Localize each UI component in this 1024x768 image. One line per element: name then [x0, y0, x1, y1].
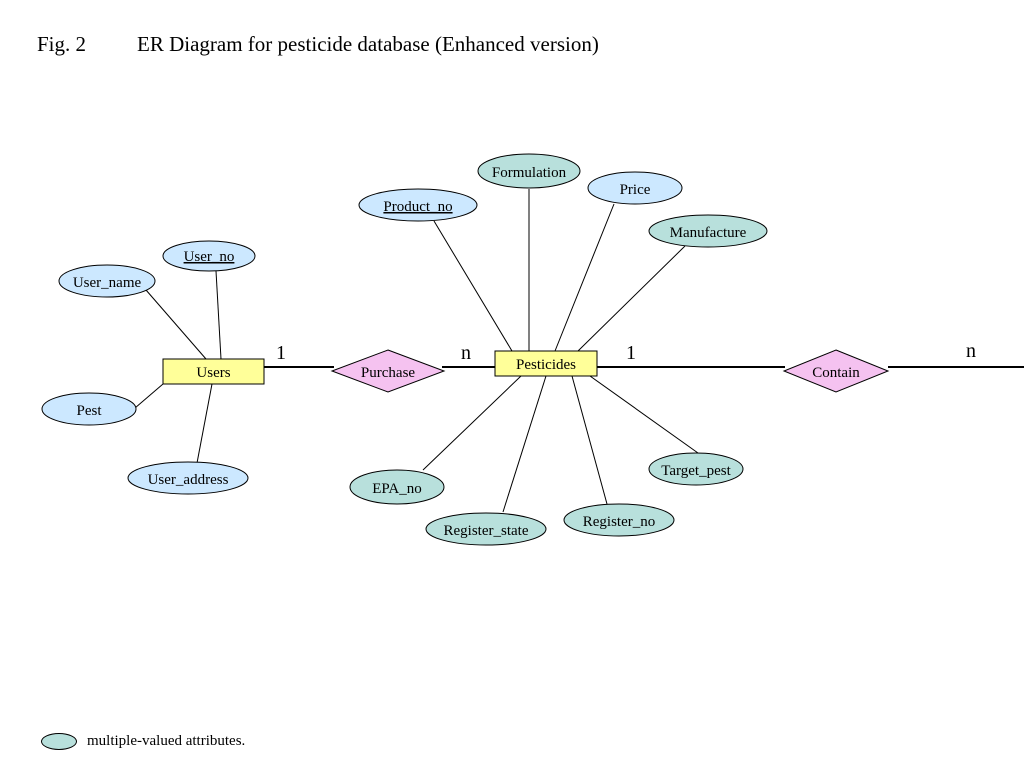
- svg-text:EPA_no: EPA_no: [372, 481, 421, 497]
- svg-text:Pest: Pest: [76, 403, 102, 419]
- svg-text:User_no: User_no: [184, 249, 235, 265]
- svg-text:Price: Price: [620, 182, 651, 198]
- attribute-formulation: Formulation: [477, 153, 581, 189]
- cardinality-users-purchase: 1: [276, 342, 286, 364]
- svg-text:Register_no: Register_no: [583, 514, 656, 530]
- svg-text:Formulation: Formulation: [492, 165, 567, 181]
- attribute-register-state: Register_state: [425, 512, 547, 546]
- connector-manufacture: [577, 245, 686, 352]
- svg-text:Product_no: Product_no: [383, 199, 452, 215]
- entity-label: Pesticides: [516, 357, 576, 373]
- legend: multiple-valued attributes.: [41, 733, 245, 750]
- attribute-manufacture: Manufacture: [648, 214, 768, 248]
- connector-register-no: [571, 375, 608, 505]
- relationship-label: Contain: [812, 365, 860, 381]
- connector-price: [554, 203, 615, 352]
- connector-user-no: [215, 270, 222, 360]
- svg-text:Register_state: Register_state: [444, 523, 529, 539]
- attribute-user-name: User_name: [58, 264, 156, 298]
- attribute-pest: Pest: [41, 392, 137, 426]
- entity-label: Users: [196, 365, 230, 381]
- connector-product-no: [433, 220, 513, 352]
- figure-number: Fig. 2: [37, 32, 87, 56]
- attribute-register-no: Register_no: [563, 503, 675, 537]
- connector-user-address: [196, 383, 213, 464]
- attribute-epa-no: EPA_no: [349, 469, 445, 505]
- relationship-purchase: Purchase: [330, 349, 446, 393]
- multivalued-swatch-icon: [41, 733, 77, 750]
- attribute-product-no: Product_no: [358, 188, 478, 222]
- attribute-price: Price: [587, 171, 683, 205]
- attribute-user-address: User_address: [127, 461, 249, 495]
- svg-text:Manufacture: Manufacture: [670, 225, 747, 241]
- svg-text:User_address: User_address: [148, 472, 229, 488]
- figure-caption: ER Diagram for pesticide database (Enhan…: [137, 32, 599, 56]
- diagram-title: Fig. 2 ER Diagram for pesticide database …: [37, 32, 599, 57]
- connector-user-name: [145, 289, 207, 360]
- attribute-user-no: User_no: [162, 240, 256, 272]
- connector-target-pest: [589, 375, 699, 454]
- legend-text: multiple-valued attributes.: [87, 733, 246, 749]
- connector-pest: [134, 383, 164, 409]
- entity-pesticides: Pesticides: [494, 350, 598, 377]
- svg-text:Target_pest: Target_pest: [661, 463, 731, 479]
- relationship-label: Purchase: [361, 365, 415, 381]
- cardinality-pesticides-contain: 1: [626, 342, 636, 364]
- cardinality-purchase-pesticides: n: [461, 342, 471, 364]
- relationship-contain: Contain: [782, 349, 890, 393]
- cardinality-contain-right: n: [966, 340, 976, 362]
- svg-text:User_name: User_name: [73, 275, 142, 291]
- attribute-target-pest: Target_pest: [648, 452, 744, 486]
- entity-users: Users: [162, 358, 265, 385]
- connector-epa-no: [422, 375, 522, 471]
- connector-register-state: [502, 375, 547, 513]
